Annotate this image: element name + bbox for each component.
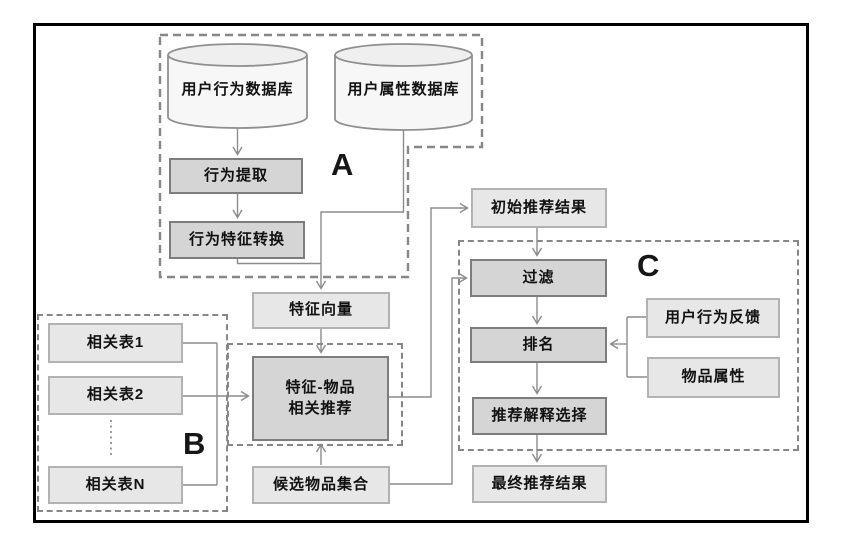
feature-item-recommend-line1: 特征-物品 [285, 379, 356, 397]
related-table-n-node: 相关表N [48, 466, 183, 504]
feature-item-recommend-node: 特征-物品 相关推荐 [252, 356, 389, 441]
region-c-label: C [637, 248, 660, 283]
user-attribute-db-label: 用户属性数据库 [347, 80, 460, 98]
initial-result-node: 初始推荐结果 [471, 188, 607, 228]
connector-transform-join [236, 259, 321, 265]
user-behavior-feedback-node: 用户行为反馈 [646, 298, 780, 338]
user-behavior-db-label: 用户行为数据库 [181, 80, 294, 98]
user-behavior-db-cylinder [167, 43, 308, 129]
item-attribute-node: 物品属性 [647, 357, 780, 398]
explanation-selection-node: 推荐解释选择 [472, 397, 607, 435]
region-a-label: A [331, 147, 354, 182]
related-table-2-node: 相关表2 [48, 376, 183, 415]
filter-node: 过滤 [470, 259, 607, 297]
region-b-label: B [183, 426, 206, 461]
behavior-extraction-node: 行为提取 [169, 158, 303, 194]
related-table-1-node: 相关表1 [48, 323, 183, 363]
connector-recommend-to-initial-result [389, 202, 469, 398]
user-attribute-db-cylinder [334, 43, 473, 131]
region-a-outline [158, 33, 484, 279]
connector-feedback-trunk [626, 316, 647, 378]
region-recommend-outline [227, 343, 403, 446]
connector-db2-to-feature-vector [315, 130, 405, 290]
final-result-node: 最终推荐结果 [472, 465, 607, 503]
feature-vector-node: 特征向量 [252, 292, 390, 329]
candidate-item-set-node: 候选物品集合 [252, 466, 390, 504]
ranking-node: 排名 [470, 327, 607, 363]
region-c-outline [458, 240, 799, 451]
connector-related-tables-trunk [183, 342, 218, 486]
feature-item-recommend-line2: 相关推荐 [288, 399, 353, 417]
behavior-feature-transform-node: 行为特征转换 [169, 221, 305, 259]
